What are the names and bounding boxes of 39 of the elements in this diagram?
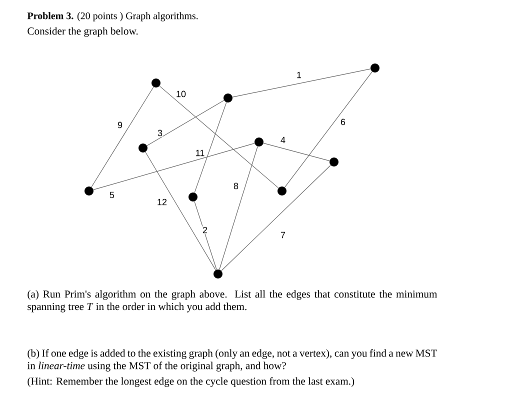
- vertex-dot: [224, 94, 232, 102]
- graph-edge: [221, 164, 331, 272]
- hint-text: (Hint: Remember the longest edge on the cycle question from the last exam.): [28, 377, 354, 387]
- graph-edge: [146, 100, 224, 146]
- edge-weight: 2: [202, 226, 208, 234]
- edge-weight: 11: [194, 149, 206, 157]
- edge-weight: 1: [296, 71, 302, 79]
- edge-weight: 8: [233, 182, 239, 190]
- vertex-dot: [84, 186, 94, 196]
- problem-heading: Problem 3. (20 points ) Graph algorithms.: [27, 12, 198, 22]
- graph-edge: [194, 201, 217, 270]
- edge-weight: 3: [157, 129, 163, 137]
- vertex-dot: [330, 158, 338, 166]
- edge-weight: 7: [280, 231, 286, 239]
- vertex-dot: [278, 186, 286, 196]
- vertex-dot: [138, 144, 148, 152]
- question-text: (b) If one edge is added to the existing graph (only an edge, not a vertex), can you find a new MST in linear-time using the MST of the original graph, and how?: [27, 349, 438, 372]
- edge-weight: 12: [156, 198, 168, 206]
- graph-edge: [219, 146, 258, 270]
- edge-weight: 9: [117, 121, 123, 129]
- graph-edge: [91, 86, 154, 188]
- vertex-dot: [188, 192, 198, 202]
- graph-edge: [263, 142, 330, 162]
- vertex-dot: [254, 138, 264, 146]
- edge-weight: 6: [340, 118, 346, 126]
- vertex-dot: [152, 78, 160, 88]
- graph-edge: [93, 142, 255, 190]
- edge-weight: 5: [109, 191, 115, 199]
- instruction-text: Consider the graph below.: [28, 27, 138, 37]
- graph-edge: [194, 102, 227, 193]
- vertex-dot: [214, 270, 222, 278]
- edge-weight: 4: [280, 136, 286, 144]
- question-text: (a) Run Prim's algorithm on the graph above. List all the edges that constitute the minimum spanning tree T in the order in which you add them.: [28, 290, 438, 312]
- vertex-dot: [370, 64, 380, 72]
- edge-weight: 10: [176, 90, 186, 98]
- graph-edge: [159, 86, 279, 188]
- graph-edge: [232, 68, 371, 98]
- graph-edge: [145, 152, 216, 270]
- graph-edge: [284, 71, 372, 188]
